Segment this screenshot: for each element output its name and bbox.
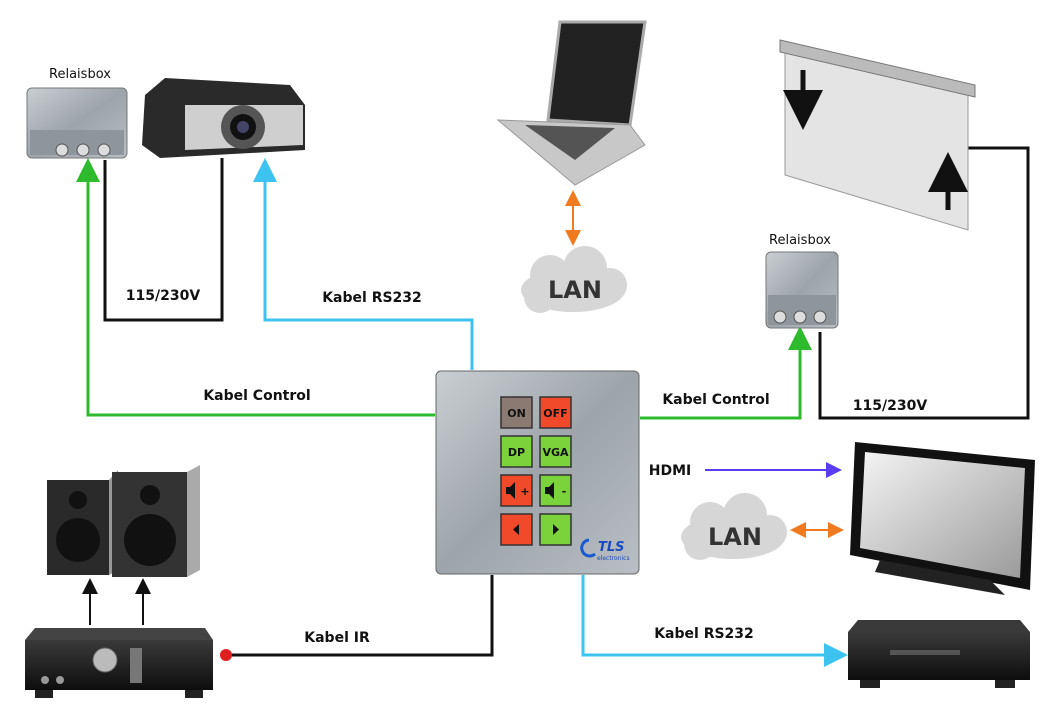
lan-top-label: LAN bbox=[548, 276, 602, 304]
rs232-bottom-label: Kabel RS232 bbox=[654, 626, 754, 642]
panel-button-arrow-left-icon[interactable] bbox=[500, 513, 533, 546]
panel-button-label: - bbox=[562, 485, 567, 498]
power-right-label: 115/230V bbox=[853, 398, 928, 414]
speakers bbox=[47, 465, 200, 577]
cable-control-right bbox=[640, 326, 812, 420]
power-left-label: 115/230V bbox=[126, 288, 201, 304]
panel-button-on[interactable]: ON bbox=[500, 396, 533, 429]
relaisbox-right bbox=[765, 251, 839, 329]
amplifier bbox=[25, 628, 213, 698]
tls-logo: TLS electronics bbox=[580, 538, 630, 562]
cable-rs232-top bbox=[253, 158, 474, 370]
control-left-label: Kabel Control bbox=[203, 388, 310, 404]
volume-up-icon bbox=[506, 482, 515, 499]
lan-cloud-top: LAN bbox=[521, 246, 627, 313]
cable-control-left bbox=[76, 158, 435, 417]
tv bbox=[850, 442, 1035, 595]
bluray-player bbox=[848, 620, 1030, 688]
panel-button-label: + bbox=[520, 485, 529, 498]
panel-button-vga[interactable]: VGA bbox=[539, 435, 572, 468]
volume-down-icon bbox=[545, 482, 554, 499]
panel-button-label: VGA bbox=[542, 446, 569, 459]
lan-right-label: LAN bbox=[708, 523, 762, 551]
cable-ir bbox=[220, 575, 494, 661]
cable-rs232-bottom bbox=[581, 575, 848, 667]
svg-text:electronics: electronics bbox=[597, 555, 630, 562]
relaisbox-left bbox=[26, 87, 128, 159]
panel-button-label: OFF bbox=[543, 407, 567, 420]
control-right-label: Kabel Control bbox=[662, 392, 769, 408]
lan-cloud-right: LAN bbox=[681, 493, 787, 560]
projection-screen bbox=[779, 39, 976, 231]
arrow-left-icon bbox=[513, 524, 519, 535]
panel-button-label: ON bbox=[507, 407, 526, 420]
cable-power-left bbox=[103, 158, 224, 322]
panel-button--[interactable]: + bbox=[500, 474, 533, 507]
panel-button-dp[interactable]: DP bbox=[500, 435, 533, 468]
panel-button--[interactable]: - bbox=[539, 474, 572, 507]
hdmi-label: HDMI bbox=[649, 463, 691, 479]
cable-power-right bbox=[818, 146, 1030, 420]
panel-button-off[interactable]: OFF bbox=[539, 396, 572, 429]
relaisbox-right-label: Relaisbox bbox=[769, 233, 831, 248]
svg-text:TLS: TLS bbox=[598, 540, 625, 555]
relaisbox-left-label: Relaisbox bbox=[49, 67, 111, 82]
rs232-top-label: Kabel RS232 bbox=[322, 290, 422, 306]
arrow-right-icon bbox=[553, 524, 559, 535]
ir-label: Kabel IR bbox=[304, 630, 370, 646]
panel-button-arrow-right-icon[interactable] bbox=[539, 513, 572, 546]
panel-button-label: DP bbox=[508, 446, 525, 459]
control-panel: ON OFF DP VGA + - TLS electronics bbox=[435, 370, 640, 575]
projector bbox=[142, 78, 305, 158]
cable-speaker-arrows bbox=[82, 578, 151, 625]
laptop bbox=[496, 20, 647, 186]
